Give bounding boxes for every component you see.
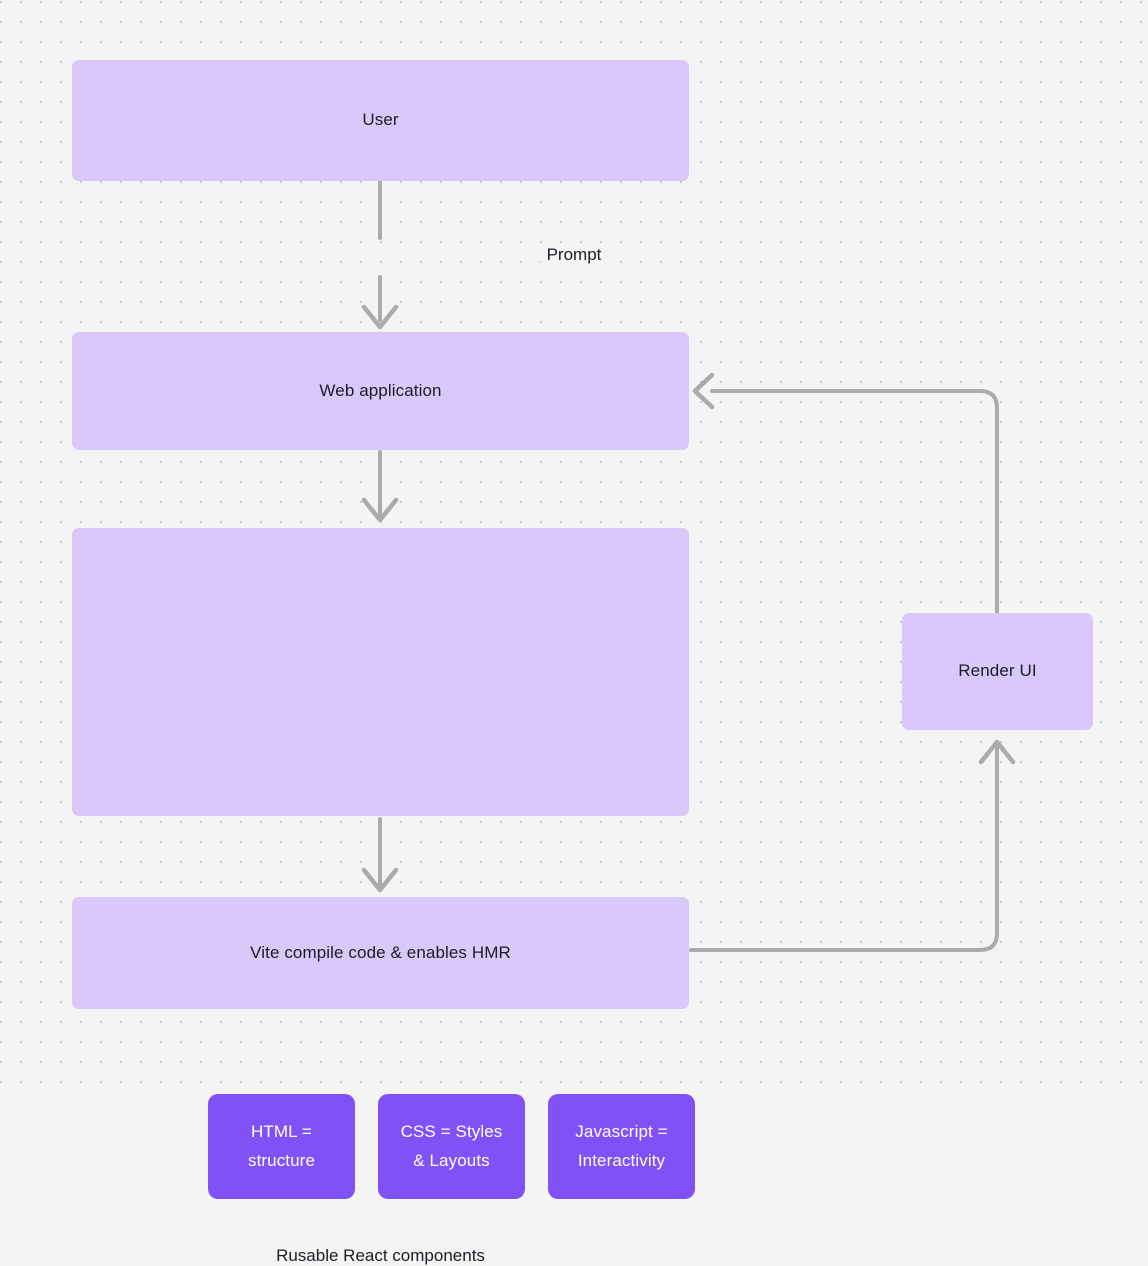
node-css-label: CSS = Styles & Layouts	[400, 1121, 503, 1170]
components-caption: Rusable React components	[276, 1246, 485, 1265]
node-javascript[interactable]: Javascript = Interactivity	[548, 1094, 695, 1199]
node-vite-label: Vite compile code & enables HMR	[250, 942, 511, 962]
node-user-label: User	[362, 110, 399, 130]
node-web-application-label: Web application	[319, 380, 442, 400]
node-components-group[interactable]: HTML = structure CSS = Styles & Layouts …	[72, 528, 695, 1265]
node-vite[interactable]: Vite compile code & enables HMR	[72, 897, 689, 1009]
edge-label-prompt: Prompt	[0, 245, 1148, 265]
edge-label-prompt-text: Prompt	[540, 245, 608, 264]
node-html[interactable]: HTML = structure	[208, 1094, 355, 1199]
node-render-ui[interactable]: Render UI	[902, 613, 1093, 730]
node-javascript-label: Javascript = Interactivity	[575, 1121, 668, 1170]
node-css[interactable]: CSS = Styles & Layouts	[378, 1094, 525, 1199]
node-web-application[interactable]: Web application	[72, 332, 689, 450]
node-render-ui-label: Render UI	[958, 661, 1037, 681]
node-user[interactable]: User	[72, 60, 689, 181]
node-html-label: HTML = structure	[247, 1121, 316, 1170]
